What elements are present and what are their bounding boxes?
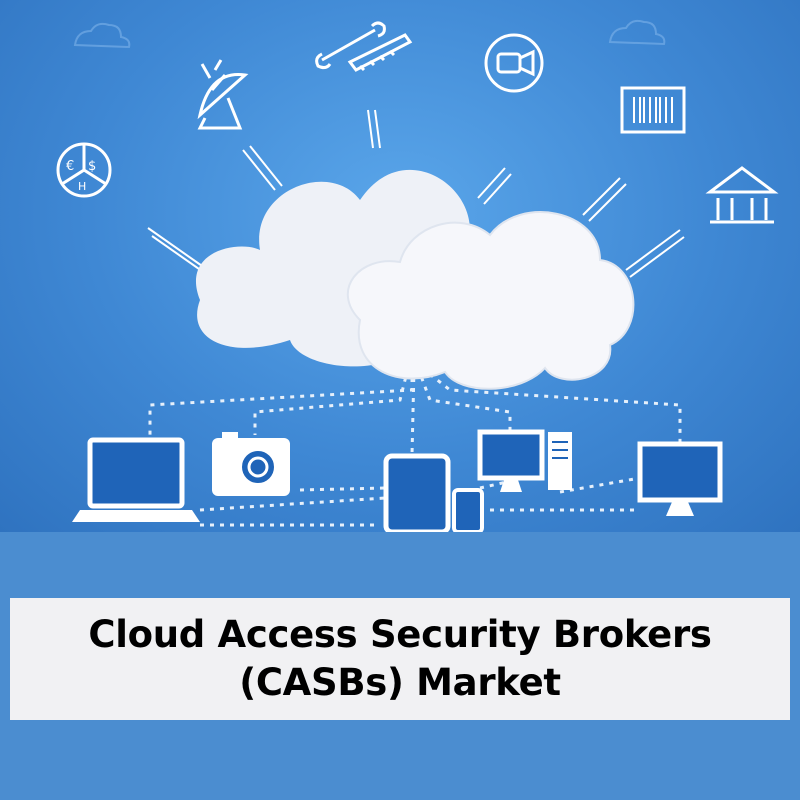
desktop-computer-icon xyxy=(477,429,572,492)
monitor-icon xyxy=(637,441,723,516)
title-box: Cloud Access Security Brokers (CASBs) Ma… xyxy=(10,598,790,720)
video-camera-icon xyxy=(484,33,544,93)
phone-icon xyxy=(452,488,484,532)
bank-icon xyxy=(705,166,779,224)
background-cloud-icon xyxy=(73,19,666,49)
barcode-icon xyxy=(620,86,686,134)
satellite-dish-icon xyxy=(197,59,249,130)
laptop-icon xyxy=(72,437,200,522)
currency-exchange-icon: € $ H xyxy=(56,142,112,198)
svg-text:€: € xyxy=(66,159,74,174)
cloud-icon xyxy=(195,169,635,390)
cloud-network-illustration: € $ H xyxy=(56,19,779,532)
svg-text:H: H xyxy=(78,180,86,193)
hero-illustration: € $ H xyxy=(0,0,800,532)
photo-camera-icon xyxy=(212,432,290,496)
tools-icon xyxy=(315,21,413,72)
page-title-line-2: (CASBs) Market xyxy=(239,661,561,704)
svg-text:$: $ xyxy=(88,159,96,174)
page-title-line-1: Cloud Access Security Brokers xyxy=(88,613,712,656)
tablet-icon xyxy=(383,453,451,532)
